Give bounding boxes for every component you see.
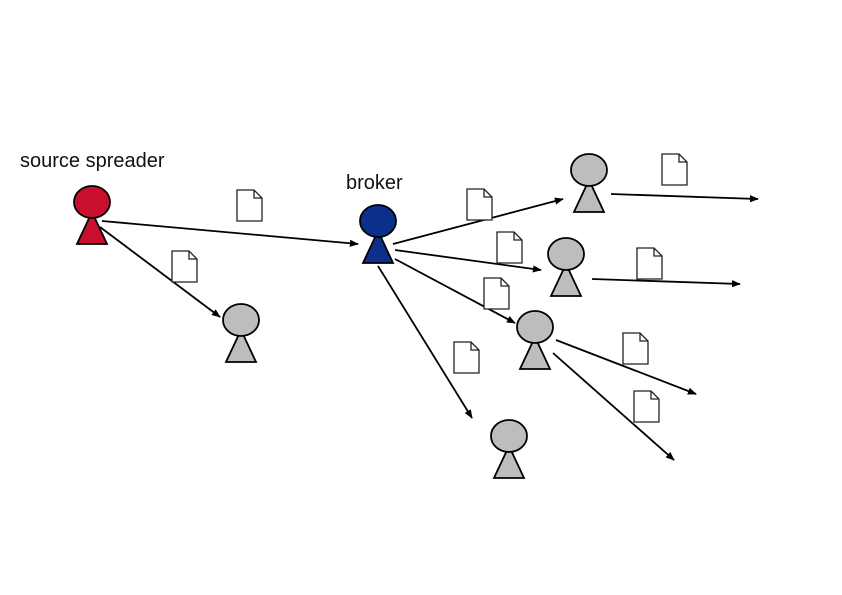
edge-broker-to-node-e bbox=[377, 265, 473, 419]
documents bbox=[171, 153, 688, 423]
edge-node-b-out bbox=[610, 193, 759, 203]
edge-source-to-broker bbox=[101, 220, 359, 247]
document-icon bbox=[171, 250, 198, 283]
document-icon bbox=[483, 277, 510, 310]
edge-broker-to-node-b bbox=[392, 197, 564, 245]
edge-node-d-out-1 bbox=[555, 339, 697, 395]
document-icon bbox=[453, 341, 480, 374]
person-icon bbox=[490, 419, 528, 479]
source-spreader-label: source spreader bbox=[20, 150, 165, 172]
document-icon bbox=[236, 189, 263, 222]
edge-broker-to-node-d bbox=[394, 258, 516, 324]
broker-label: broker bbox=[346, 172, 403, 194]
edges bbox=[99, 193, 759, 461]
source-spreader-person-icon bbox=[73, 185, 111, 245]
nodes bbox=[73, 153, 608, 479]
person-icon bbox=[516, 310, 554, 370]
document-icon bbox=[466, 188, 493, 221]
edge-node-c-out bbox=[591, 278, 741, 288]
document-icon bbox=[661, 153, 688, 186]
edge-broker-to-node-c bbox=[394, 249, 542, 273]
person-icon bbox=[547, 237, 585, 297]
document-icon bbox=[633, 390, 660, 423]
edge-node-d-out-2 bbox=[552, 352, 675, 461]
person-icon bbox=[570, 153, 608, 213]
person-icon bbox=[222, 303, 260, 363]
document-icon bbox=[496, 231, 523, 264]
edge-source-to-node-a bbox=[99, 226, 221, 318]
broker-person-icon bbox=[359, 204, 397, 264]
document-icon bbox=[636, 247, 663, 280]
document-icon bbox=[622, 332, 649, 365]
